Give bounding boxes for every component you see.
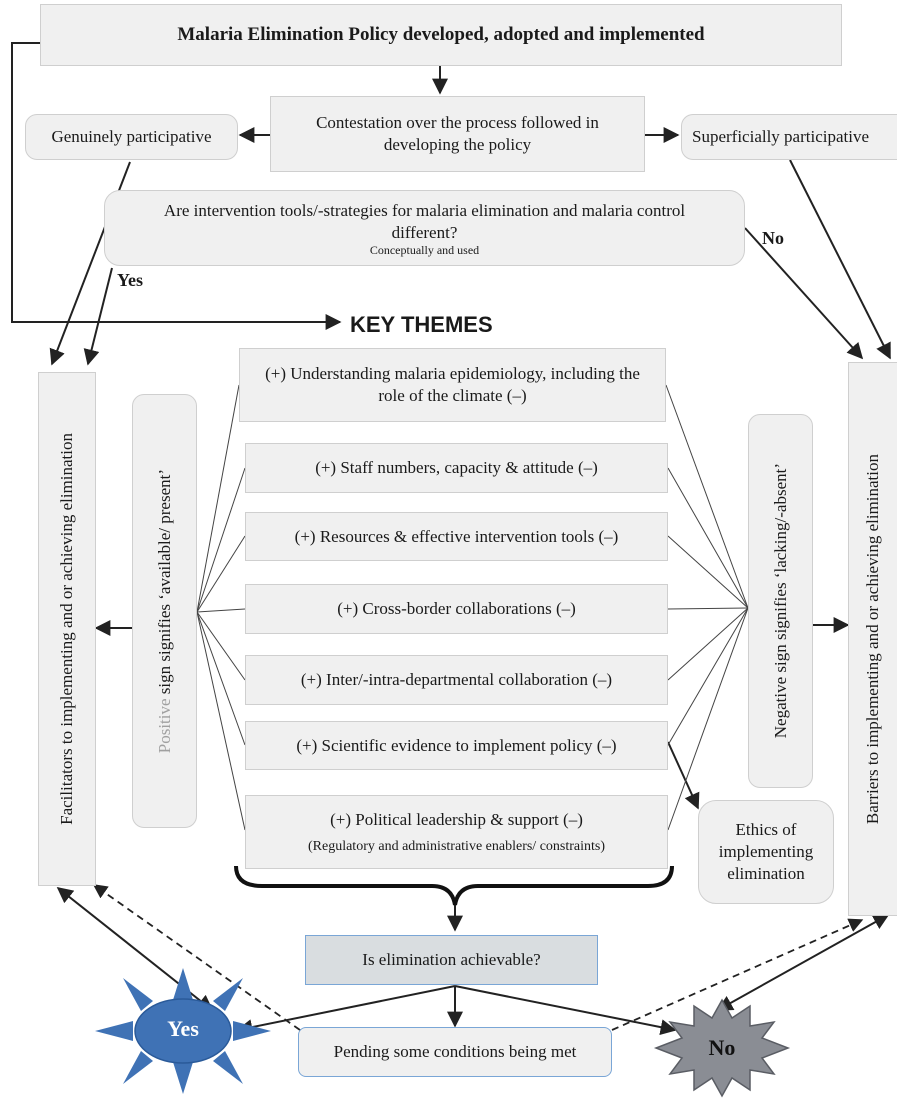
facilitators-label: Facilitators to implementing and or achi… bbox=[57, 433, 76, 825]
theme-cross-border-text: (+) Cross-border collaborations (–) bbox=[337, 599, 576, 618]
positive-word: Positive bbox=[154, 698, 174, 754]
yes-outcome-label: Yes bbox=[167, 1016, 199, 1041]
genuinely-participative-box: Genuinely participative bbox=[25, 114, 238, 160]
contestation-text: Contestation over the process followed i… bbox=[316, 113, 599, 154]
yes-outcome: Yes bbox=[93, 966, 273, 1096]
achievable-text: Is elimination achievable? bbox=[362, 950, 541, 969]
yes-branch-label: Yes bbox=[117, 270, 143, 290]
theme-resources: (+) Resources & effective intervention t… bbox=[245, 512, 668, 561]
theme-cross-border: (+) Cross-border collaborations (–) bbox=[245, 584, 668, 634]
negative-sign-box: Negative sign signifies ‘lacking/-absent… bbox=[748, 414, 813, 788]
theme-staff-text: (+) Staff numbers, capacity & attitude (… bbox=[315, 458, 598, 477]
ethics-box: Ethics of implementing elimination bbox=[698, 800, 834, 904]
intervention-question-sub: Conceptually and used bbox=[369, 242, 480, 257]
positive-sign-label: Positive sign signifies ‘available/ pres… bbox=[154, 469, 176, 753]
no-outcome: No bbox=[652, 998, 792, 1098]
theme-resources-text: (+) Resources & effective intervention t… bbox=[294, 526, 619, 546]
facilitators-box: Facilitators to implementing and or achi… bbox=[38, 372, 96, 886]
theme-political-text: (+) Political leadership & support (–) bbox=[330, 810, 583, 829]
theme-departmental: (+) Inter/-intra-departmental collaborat… bbox=[245, 655, 668, 705]
positive-rest: sign signifies ‘available/ present’ bbox=[154, 468, 174, 699]
theme-political-sub: (Regulatory and administrative enablers/… bbox=[307, 839, 606, 854]
theme-staff: (+) Staff numbers, capacity & attitude (… bbox=[245, 443, 668, 493]
theme-epidemiology: (+) Understanding malaria epidemiology, … bbox=[239, 348, 666, 422]
barriers-label: Barriers to implementing and or achievin… bbox=[863, 453, 882, 825]
theme-departmental-text: (+) Inter/-intra-departmental collaborat… bbox=[300, 670, 613, 689]
pending-text: Pending some conditions being met bbox=[333, 1042, 577, 1061]
genuinely-participative-label: Genuinely participative bbox=[51, 127, 212, 146]
intervention-question-box: Are intervention tools/-strategies for m… bbox=[104, 190, 745, 266]
superficially-participative-label: Superficially participative bbox=[692, 127, 870, 146]
negative-sign-label: Negative sign signifies ‘lacking/-absent… bbox=[770, 463, 790, 739]
policy-title: Malaria Elimination Policy developed, ad… bbox=[177, 24, 705, 45]
theme-epidemiology-text: (+) Understanding malaria epidemiology, … bbox=[265, 364, 640, 405]
theme-political: (+) Political leadership & support (–) (… bbox=[245, 795, 668, 869]
theme-scientific-evidence-text: (+) Scientific evidence to implement pol… bbox=[296, 735, 617, 755]
intervention-question-text: Are intervention tools/-strategies for m… bbox=[163, 200, 686, 242]
achievable-box: Is elimination achievable? bbox=[305, 935, 598, 985]
pending-box: Pending some conditions being met bbox=[298, 1027, 612, 1077]
theme-scientific-evidence: (+) Scientific evidence to implement pol… bbox=[245, 721, 668, 770]
barriers-box: Barriers to implementing and or achievin… bbox=[848, 362, 897, 916]
no-outcome-label: No bbox=[708, 1035, 736, 1060]
contestation-box: Contestation over the process followed i… bbox=[270, 96, 645, 172]
no-branch-label: No bbox=[762, 228, 784, 248]
yes-star-icon bbox=[95, 968, 271, 1094]
policy-box: Malaria Elimination Policy developed, ad… bbox=[40, 4, 842, 66]
positive-sign-box: Positive sign signifies ‘available/ pres… bbox=[132, 394, 197, 828]
superficially-participative-box: Superficially participative bbox=[681, 114, 897, 160]
no-star-icon bbox=[653, 998, 791, 1098]
key-themes-heading: KEY THEMES bbox=[350, 312, 493, 337]
grouping-brace bbox=[234, 865, 674, 906]
ethics-text: Ethics of implementing elimination bbox=[718, 820, 814, 883]
